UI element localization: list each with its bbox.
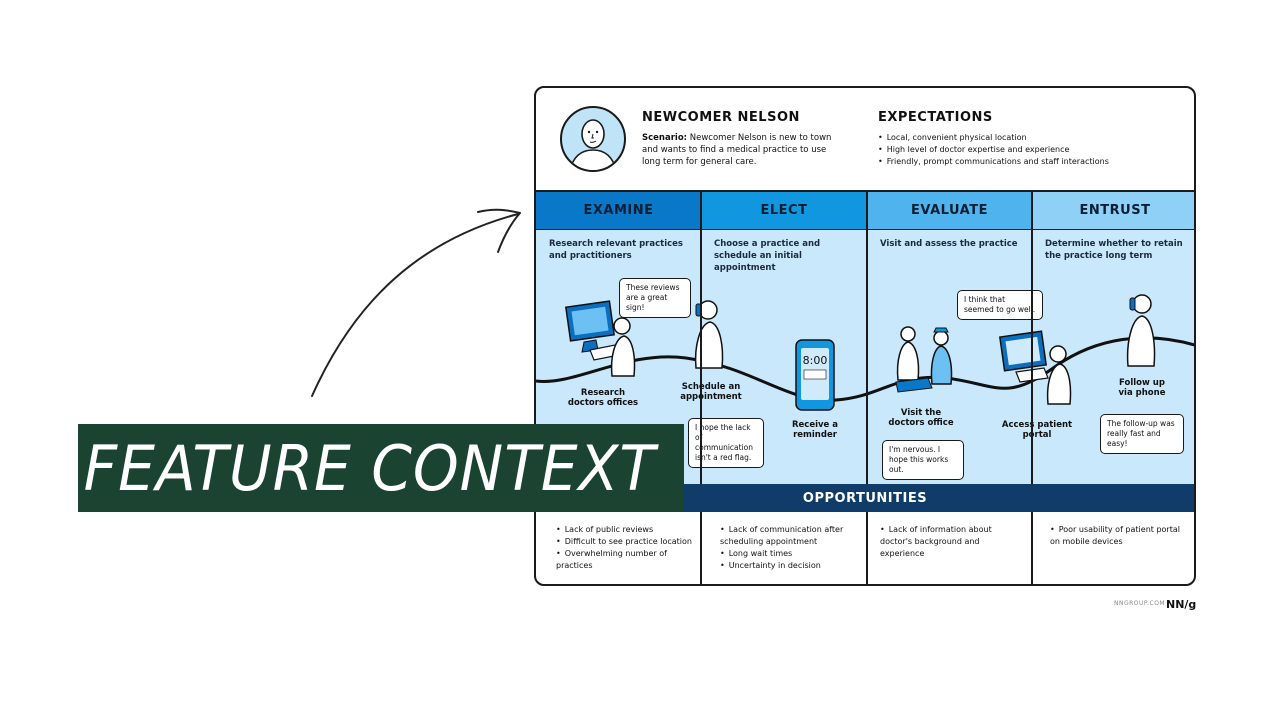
column-divider (1031, 192, 1033, 584)
opportunity-column: Poor usability of patient portal on mobi… (1050, 524, 1180, 548)
action-label: Schedule an appointment (680, 382, 742, 402)
opportunity-item: Long wait times (720, 548, 860, 560)
action-label: Research doctors offices (567, 388, 639, 408)
journey-illustration: 8:00 (536, 294, 1194, 411)
opportunity-item: Lack of communication after scheduling a… (720, 524, 860, 548)
opportunity-item: Lack of public reviews (556, 524, 696, 536)
opportunity-column: Lack of communication after scheduling a… (720, 524, 860, 572)
banner-title: FEATURE CONTEXT (83, 431, 656, 505)
column-divider (700, 192, 702, 584)
opportunity-item: Overwhelming number of practices (556, 548, 696, 572)
patient-portal-computer-icon (998, 330, 1072, 405)
stage-title: EVALUATE (867, 192, 1032, 230)
opportunity-item: Lack of information about doctor's backg… (880, 524, 1020, 560)
expectation-item: High level of doctor expertise and exper… (878, 144, 1109, 156)
opportunity-item: Difficult to see practice location (556, 536, 696, 548)
nng-logo: NN/g (1166, 598, 1197, 611)
stage-description: Research relevant practices and practiti… (549, 239, 683, 261)
expectation-item: Local, convenient physical location (878, 132, 1109, 144)
expectation-item: Friendly, prompt communications and staf… (878, 156, 1109, 168)
persona-scenario: Scenario: Newcomer Nelson is new to town… (642, 132, 832, 168)
phone-time: 8:00 (803, 354, 828, 367)
feature-context-banner: FEATURE CONTEXT (78, 424, 684, 512)
opportunity-item: Uncertainty in decision (720, 560, 860, 572)
persona-avatar (560, 106, 626, 172)
expectations-title: EXPECTATIONS (878, 110, 993, 125)
opportunity-column: Lack of public reviews Difficult to see … (556, 524, 696, 572)
persona-name: NEWCOMER NELSON (642, 110, 800, 125)
column-divider (866, 192, 868, 584)
stage-description: Choose a practice and schedule an initia… (714, 239, 821, 273)
doctor-and-patient-icon (895, 326, 953, 393)
phone-reminder-icon: 8:00 (795, 339, 835, 411)
stage-title: ENTRUST (1032, 192, 1194, 230)
stage-title: EXAMINE (536, 192, 701, 230)
thought-bubble: The follow-up was really fast and easy! (1100, 414, 1184, 454)
scenario-text: Newcomer Nelson is new to town and wants… (642, 133, 832, 167)
scenario-label: Scenario: (642, 133, 688, 143)
action-label: Visit the doctors office (888, 408, 954, 428)
source-credit: NNGROUP.COM (1114, 600, 1166, 607)
action-label: Access patient portal (1001, 420, 1073, 440)
follow-up-person-icon (1126, 294, 1156, 367)
stage-description: Visit and assess the practice (880, 239, 1018, 249)
opportunity-item: Poor usability of patient portal on mobi… (1050, 524, 1180, 548)
expectations-list: Local, convenient physical location High… (878, 132, 1109, 168)
action-label: Receive a reminder (791, 420, 839, 440)
thought-bubble: I'm nervous. I hope this works out. (882, 440, 964, 480)
thought-bubble: I think that seemed to go well. (957, 290, 1043, 320)
stage-description: Determine whether to retain the practice… (1045, 239, 1183, 261)
opportunity-column: Lack of information about doctor's backg… (880, 524, 1020, 560)
thought-bubble: These reviews are a great sign! (619, 278, 691, 318)
stage-title: ELECT (701, 192, 867, 230)
person-icon (610, 317, 636, 377)
persona-header: NEWCOMER NELSON Scenario: Newcomer Nelso… (536, 88, 1194, 192)
action-label: Follow up via phone (1118, 378, 1166, 398)
